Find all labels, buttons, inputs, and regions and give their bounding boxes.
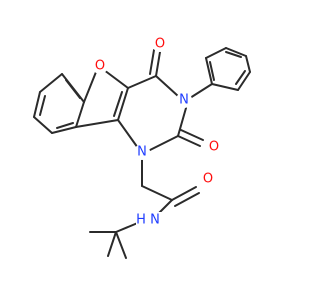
bond xyxy=(107,231,117,257)
molecule-structure: O O O O N N H N xyxy=(33,36,251,259)
bond xyxy=(157,199,173,215)
bond xyxy=(174,192,200,207)
bond xyxy=(113,91,123,117)
bond xyxy=(205,47,227,59)
bond xyxy=(177,135,201,147)
bond xyxy=(205,57,213,85)
bond xyxy=(117,87,129,121)
bond xyxy=(51,126,77,134)
bond xyxy=(235,70,246,85)
bond xyxy=(171,186,197,201)
bond xyxy=(127,75,157,89)
bond xyxy=(177,107,187,137)
bond xyxy=(155,75,179,97)
atom-nitrogen-ring: N xyxy=(137,145,147,160)
bond xyxy=(39,95,46,116)
bond xyxy=(65,79,81,99)
atom-nitrogen-phenyl: N xyxy=(179,93,189,108)
bond xyxy=(149,135,179,151)
bond xyxy=(180,129,204,141)
atom-oxygen-furan: O xyxy=(95,59,105,74)
bond xyxy=(149,49,155,75)
bond xyxy=(115,231,127,259)
bond xyxy=(155,51,161,77)
bond xyxy=(56,122,74,129)
bond xyxy=(209,61,215,81)
bond xyxy=(245,55,251,73)
bond xyxy=(225,51,242,58)
bond xyxy=(33,91,41,118)
bond xyxy=(211,83,239,91)
bond xyxy=(33,116,53,134)
bond xyxy=(141,185,173,201)
atom-nitrogen-amide-h: H N xyxy=(136,213,160,228)
bond xyxy=(39,73,63,93)
atom-oxygen-amide: O xyxy=(203,172,213,187)
atom-layer: O O O O N N H N xyxy=(92,36,222,228)
bond-layer xyxy=(33,47,251,259)
bond xyxy=(237,71,251,91)
bond xyxy=(117,119,139,149)
bond xyxy=(225,47,247,57)
bond xyxy=(75,101,85,128)
bond xyxy=(189,83,213,99)
atom-oxygen-carbonyl-top: O xyxy=(155,37,165,52)
atom-oxygen-carbonyl-mid: O xyxy=(209,140,219,155)
molecule-diagram: O O O O N N H N xyxy=(33,36,251,259)
bond xyxy=(75,119,119,128)
bond xyxy=(103,69,129,89)
bond xyxy=(83,71,97,103)
